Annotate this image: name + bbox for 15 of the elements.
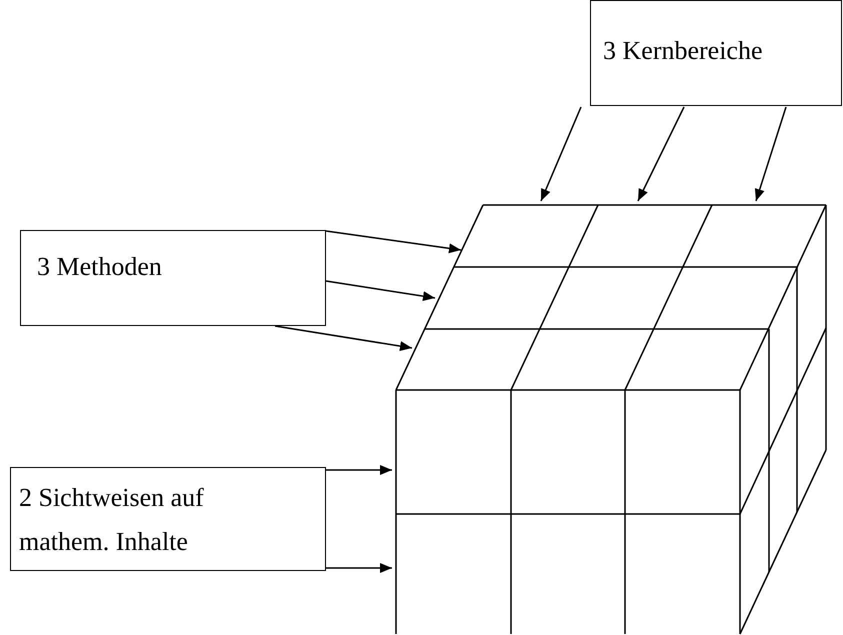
arrow <box>326 230 462 254</box>
cube-drawing <box>395 204 828 635</box>
arrow <box>754 106 787 202</box>
label-box <box>10 467 326 571</box>
label-box <box>20 230 326 326</box>
arrow <box>326 465 392 475</box>
arrow <box>637 106 685 202</box>
label-box <box>590 0 842 106</box>
arrow <box>326 563 392 573</box>
arrow <box>540 106 582 202</box>
arrow <box>274 325 412 352</box>
box-label: 3 Methoden <box>37 251 163 283</box>
box-label: 2 Sichtweisen auf mathem. Inhalte <box>19 482 205 558</box>
box-label: 3 Kernbereiche <box>603 35 764 67</box>
arrow <box>326 280 436 302</box>
